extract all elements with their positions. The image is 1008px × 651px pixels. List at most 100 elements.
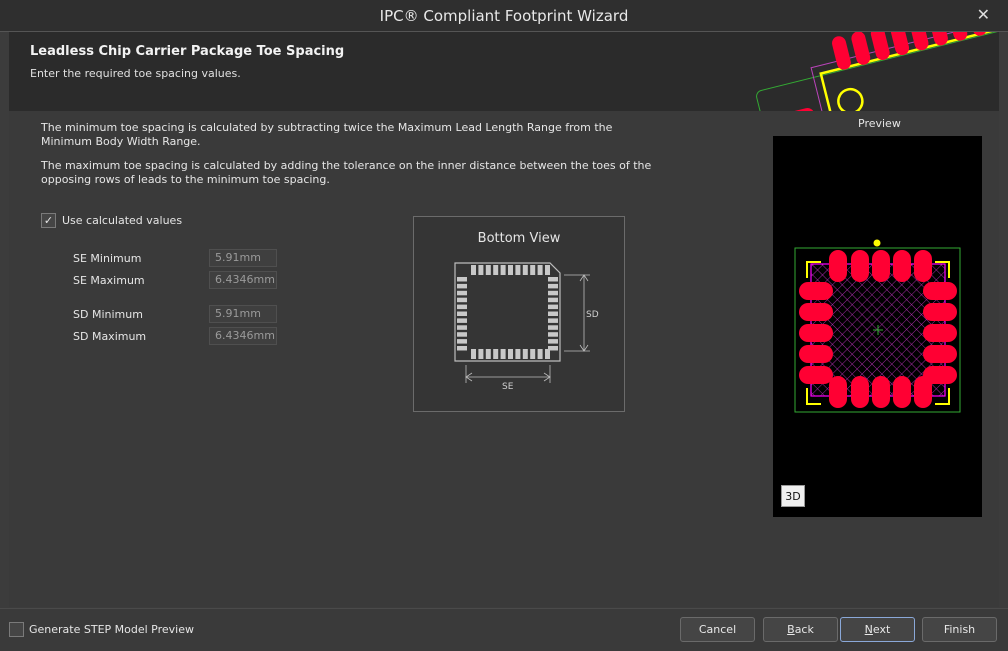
preview-pad bbox=[914, 250, 932, 282]
bottom-view-pad bbox=[508, 265, 513, 275]
preview-pad bbox=[872, 250, 890, 282]
preview-pad bbox=[893, 250, 911, 282]
bottom-view-pad bbox=[471, 349, 476, 359]
check-icon: ✓ bbox=[43, 214, 54, 227]
preview-pad bbox=[872, 376, 890, 408]
bottom-view-pad bbox=[457, 346, 467, 351]
sd-dimension-label: SD bbox=[586, 310, 599, 320]
preview-label: Preview bbox=[858, 117, 901, 130]
bottom-view-pad bbox=[457, 311, 467, 316]
preview-pad bbox=[799, 282, 833, 300]
cancel-button[interactable]: Cancel bbox=[680, 617, 755, 642]
bottom-view-pad bbox=[457, 332, 467, 337]
back-label-rest: ack bbox=[794, 623, 814, 636]
description-max: The maximum toe spacing is calculated by… bbox=[41, 159, 652, 186]
preview-pad bbox=[893, 376, 911, 408]
preview-pad bbox=[923, 324, 957, 342]
close-icon[interactable]: ✕ bbox=[976, 5, 990, 24]
bottom-view-pad bbox=[457, 277, 467, 282]
back-mnemonic: B bbox=[787, 623, 795, 636]
sd-maximum-label: SD Maximum bbox=[73, 330, 147, 343]
use-calculated-checkbox[interactable]: ✓ Use calculated values bbox=[41, 213, 182, 228]
page-subtitle: Enter the required toe spacing values. bbox=[30, 67, 241, 80]
bottom-view-pad bbox=[548, 311, 558, 316]
sd-minimum-field[interactable]: 5.91mm bbox=[209, 305, 277, 323]
bottom-view-pad bbox=[548, 332, 558, 337]
preview-pad bbox=[799, 303, 833, 321]
preview-pad bbox=[799, 366, 833, 384]
back-button[interactable]: Back bbox=[763, 617, 838, 642]
bottom-view-pad bbox=[485, 265, 491, 275]
bottom-view-pad bbox=[457, 283, 467, 289]
preview-pad bbox=[914, 376, 932, 408]
se-minimum-field[interactable]: 5.91mm bbox=[209, 249, 277, 267]
bottom-view-pad bbox=[545, 265, 550, 275]
bottom-view-pad bbox=[457, 297, 467, 303]
se-maximum-field[interactable]: 6.4346mm bbox=[209, 271, 277, 289]
bottom-view-pad bbox=[515, 349, 521, 359]
bottom-view-pad bbox=[457, 304, 467, 310]
preview-pad bbox=[829, 250, 847, 282]
3d-view-button[interactable]: 3D bbox=[781, 485, 805, 507]
bottom-view-pad bbox=[548, 318, 558, 323]
page-title: Leadless Chip Carrier Package Toe Spacin… bbox=[30, 44, 345, 59]
window-title: IPC® Compliant Footprint Wizard bbox=[379, 6, 629, 25]
se-minimum-label: SE Minimum bbox=[73, 252, 142, 265]
bottom-view-pad bbox=[548, 277, 558, 282]
bottom-view-pad bbox=[537, 349, 543, 359]
bottom-view-pad bbox=[548, 346, 558, 351]
bottom-view-pad bbox=[522, 265, 528, 275]
footprint-preview-drawing bbox=[794, 239, 961, 413]
next-button[interactable]: Next bbox=[840, 617, 915, 642]
sd-maximum-field[interactable]: 6.4346mm bbox=[209, 327, 277, 345]
finish-button[interactable]: Finish bbox=[922, 617, 997, 642]
bottom-view-pad bbox=[548, 290, 558, 296]
bottom-view-pad bbox=[500, 265, 506, 275]
preview-pad bbox=[923, 303, 957, 321]
preview-pad bbox=[851, 376, 869, 408]
bottom-view-pad bbox=[478, 349, 484, 359]
preview-pad bbox=[923, 345, 957, 363]
use-calculated-label: Use calculated values bbox=[62, 214, 183, 227]
footprint-preview[interactable]: 3D bbox=[773, 136, 982, 517]
preview-pad bbox=[923, 366, 957, 384]
bottom-view-pad bbox=[493, 349, 499, 359]
description-min: The minimum toe spacing is calculated by… bbox=[41, 121, 613, 148]
bottom-view-drawing: SD SE bbox=[454, 262, 599, 392]
bottom-view-pad bbox=[548, 325, 558, 330]
bottom-view-pad bbox=[530, 349, 536, 359]
bottom-view-pad bbox=[471, 265, 476, 275]
wizard-header: Leadless Chip Carrier Package Toe Spacin… bbox=[9, 32, 999, 111]
header-footprint-art: 1 bbox=[749, 32, 999, 111]
title-bar: IPC® Compliant Footprint Wizard ✕ bbox=[0, 0, 1008, 32]
bottom-view-pad bbox=[457, 318, 467, 323]
bottom-view-pad bbox=[457, 290, 467, 296]
bottom-view-pad bbox=[485, 349, 491, 359]
preview-pad bbox=[829, 376, 847, 408]
generate-step-preview-checkbox[interactable]: Generate STEP Model Preview bbox=[9, 622, 194, 637]
bottom-view-pad bbox=[500, 349, 506, 359]
bottom-view-pad bbox=[548, 339, 558, 344]
bottom-view-pad bbox=[478, 265, 484, 275]
bottom-view-pad bbox=[548, 297, 558, 303]
bottom-view-pad bbox=[457, 339, 467, 344]
preview-pad bbox=[923, 282, 957, 300]
preview-pad bbox=[799, 324, 833, 342]
bottom-view-title: Bottom View bbox=[477, 231, 561, 246]
next-label-rest: ext bbox=[872, 623, 891, 636]
step-checkbox-box[interactable] bbox=[9, 622, 24, 637]
bottom-view-pad bbox=[548, 283, 558, 289]
checkbox-box[interactable]: ✓ bbox=[41, 213, 56, 228]
bottom-view-pad bbox=[493, 265, 499, 275]
preview-pad bbox=[851, 250, 869, 282]
next-mnemonic: N bbox=[864, 623, 873, 636]
bottom-view-pad bbox=[457, 325, 467, 330]
bottom-view-pad bbox=[515, 265, 521, 275]
bottom-view-pad bbox=[530, 265, 536, 275]
bottom-view-pad bbox=[548, 304, 558, 310]
se-maximum-label: SE Maximum bbox=[73, 274, 145, 287]
bottom-view-pad bbox=[537, 265, 543, 275]
bottom-view-pad bbox=[508, 349, 513, 359]
preview-pad bbox=[799, 345, 833, 363]
bottom-view-pad bbox=[545, 349, 550, 359]
